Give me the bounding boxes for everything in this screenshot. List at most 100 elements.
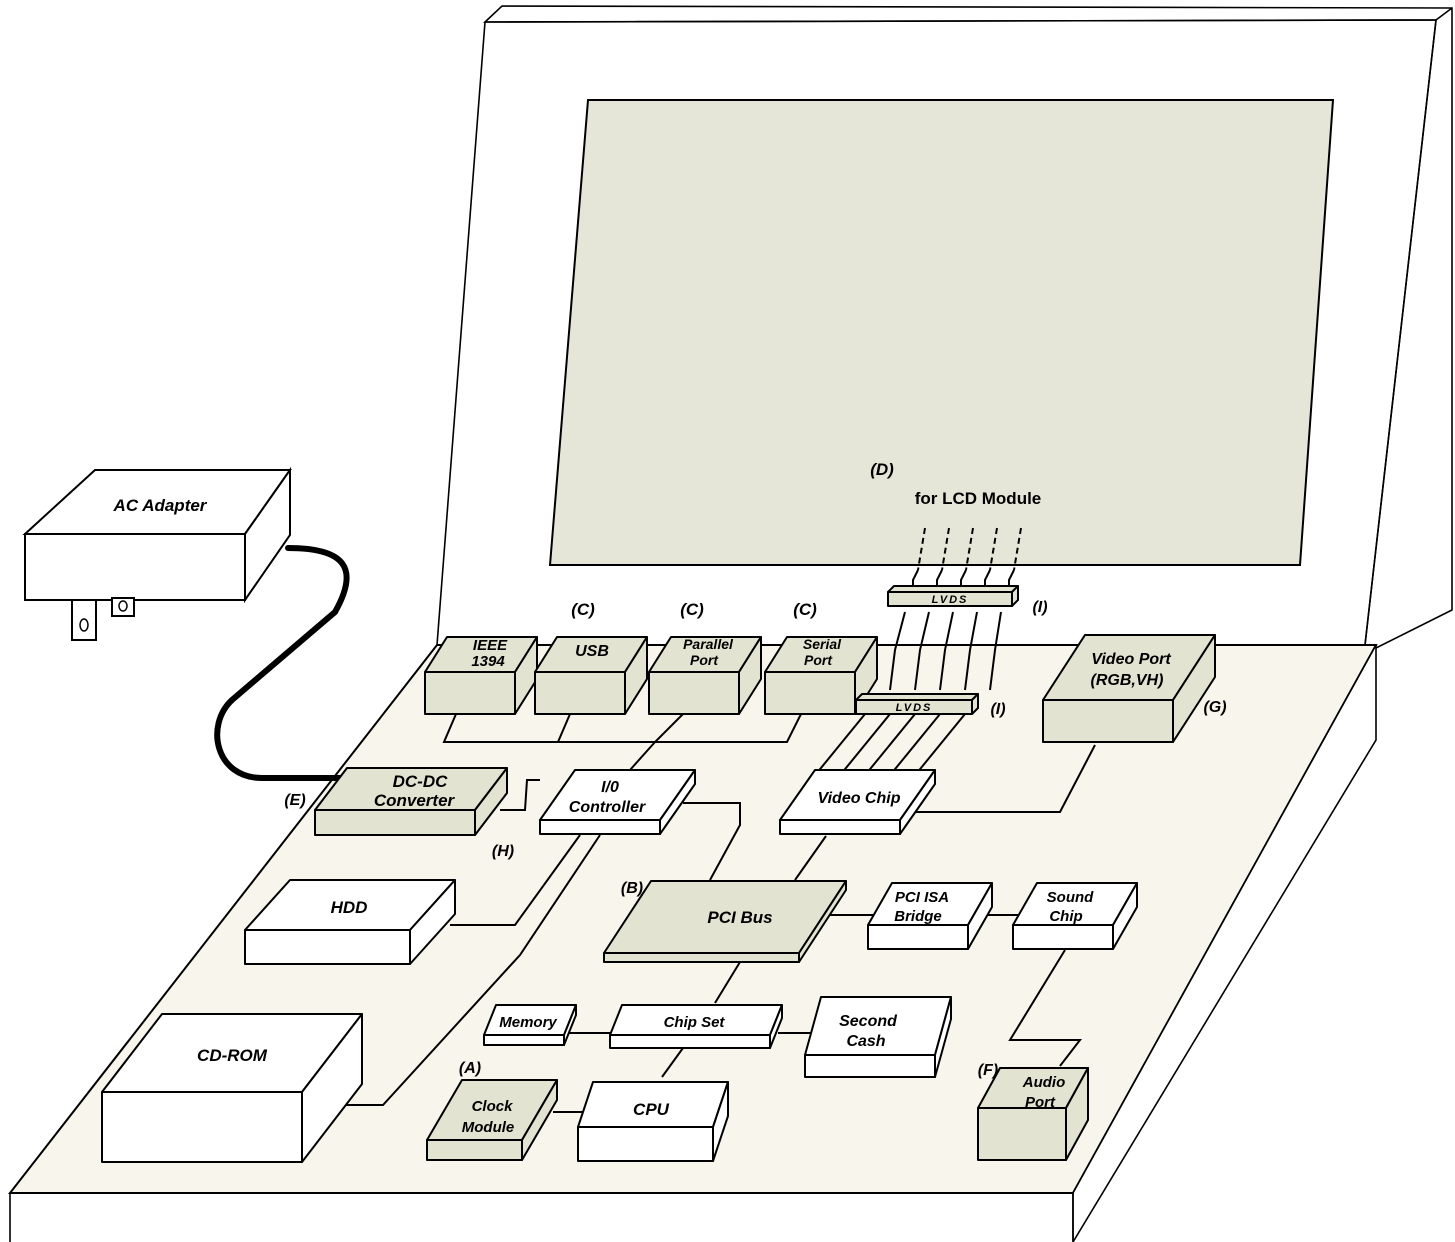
memory-box: Memory [483, 1004, 577, 1046]
video-port-box: Video Port (RGB,VH) [1042, 634, 1216, 743]
a-label: (A) [459, 1060, 481, 1077]
lvds-link-3 [939, 611, 954, 691]
pci-isa-bridge-box-label: PCI ISA [895, 889, 949, 906]
cpu-box-side [712, 1081, 729, 1162]
chipset-to-cpu-line [661, 1047, 684, 1078]
lvds-connector-top-side [1011, 585, 1019, 607]
lvds-to-lcd-dashed-lines [917, 527, 1022, 571]
video-port-box-label: Video Port [1091, 651, 1171, 668]
ac-adapter-front [24, 533, 246, 601]
dcdc-converter-box-label: Converter [374, 791, 456, 810]
lid-left-edge [436, 21, 486, 646]
second-cash-box-side [934, 996, 952, 1078]
lcd-marker-label: (D) [870, 460, 894, 479]
c-label-ieee-usb: (C) [571, 600, 595, 619]
pci-bus-box-label: PCI Bus [707, 908, 772, 927]
lvds-link-5 [989, 611, 1002, 691]
cd-rom-box-label: CD-ROM [197, 1046, 268, 1065]
pci-isa-bridge-box-front [867, 924, 969, 950]
hdd-box-front [244, 929, 411, 965]
lcd-dash-2 [941, 527, 950, 571]
lvds-link-2 [914, 611, 930, 691]
video-chip-to-videoport-line [912, 744, 1096, 813]
lcd-dash-3 [965, 527, 974, 571]
chip-set-box-front [609, 1034, 771, 1049]
audio-port-box-side [1065, 1067, 1089, 1161]
lid-right-edge [1364, 19, 1437, 646]
lvds-connector-bottom-side [971, 693, 979, 715]
f-label: (F) [978, 1062, 998, 1079]
sound-chip-box-label: Chip [1049, 908, 1082, 925]
lvds-connector-bottom: LVDS [855, 693, 979, 715]
parallel-port-box-label: Port [690, 652, 719, 668]
dcdc-power-fork [500, 779, 540, 811]
e-label: (E) [284, 792, 305, 809]
ac-adapter: AC Adapter [22, 466, 292, 641]
chip-set-box-side [769, 1004, 783, 1049]
hdd-box-side [409, 879, 456, 965]
lvds-connector-bottom-label: LVDS [896, 702, 933, 714]
parallel-port-box-label: Parallel [683, 636, 734, 652]
clock-module-box-label: Module [462, 1119, 515, 1136]
cpu-box: CPU [577, 1081, 729, 1162]
io-controller-box-label: Controller [569, 799, 646, 816]
lcd-dash-5 [1013, 527, 1022, 571]
annotations: (D) for LCD Module (C) (C) (C) (I) (I) (… [284, 460, 1226, 1079]
video-port-box-front [1042, 699, 1174, 743]
lcd-dash-1 [917, 527, 926, 571]
pci-to-chipset-line [714, 961, 741, 1004]
usb-box-label: USB [575, 643, 609, 660]
clock-module-box-label: Clock [472, 1098, 514, 1115]
pci-isa-bridge-box-side [967, 882, 993, 950]
usb-box: USB [534, 636, 648, 715]
io-controller-box-front [539, 819, 661, 835]
dcdc-converter-box-side [474, 767, 508, 836]
video-chip-box-label: Video Chip [818, 790, 901, 807]
lvds-link-lines [889, 611, 1002, 691]
video-chip-box: Video Chip [779, 769, 936, 835]
ac-plug-prong-2 [111, 597, 135, 617]
ac-adapter-side [244, 466, 291, 604]
io-to-cdrom-line [345, 834, 601, 1106]
io-controller-box-label: I/0 [601, 779, 619, 796]
audio-port-box-front [977, 1107, 1067, 1161]
i-label-top: (I) [1032, 599, 1047, 616]
i-label-bottom: (I) [990, 701, 1005, 718]
lvds-link-4 [964, 611, 978, 691]
video-chip-box-front [779, 819, 901, 835]
sound-chip-box-front [1012, 924, 1114, 950]
serial-port-box-front [764, 671, 856, 715]
video-port-box-label: (RGB,VH) [1091, 672, 1164, 689]
ieee1394-box-label: IEEE [473, 637, 508, 654]
lvds-connector-top: LVDS [887, 585, 1019, 607]
cd-rom-box: CD-ROM [101, 1013, 363, 1163]
sound-to-audio-line [1008, 949, 1083, 1067]
pci-bus-box-side [798, 880, 847, 963]
ieee1394-box-front [424, 671, 516, 715]
lcd-module-label: for LCD Module [915, 489, 1042, 508]
second-cash-box-label: Second [839, 1013, 898, 1030]
clock-module-box-side [521, 1079, 558, 1161]
lid-back-edge [1435, 7, 1453, 21]
memory-box-front [483, 1034, 565, 1046]
usb-box-front [534, 671, 626, 715]
dcdc-converter-box-label: DC-DC [393, 772, 448, 791]
io-to-hdd-line [450, 834, 581, 926]
g-label: (G) [1203, 699, 1226, 716]
cd-rom-box-front [101, 1091, 303, 1163]
lcd-dash-4 [989, 527, 998, 571]
lid-top-edge [484, 19, 1437, 23]
usb-box-side [624, 636, 648, 715]
cpu-box-front [577, 1126, 714, 1162]
c-label-serial: (C) [793, 600, 817, 619]
connections [214, 527, 1096, 1113]
pci-bus-box-front [603, 952, 800, 963]
